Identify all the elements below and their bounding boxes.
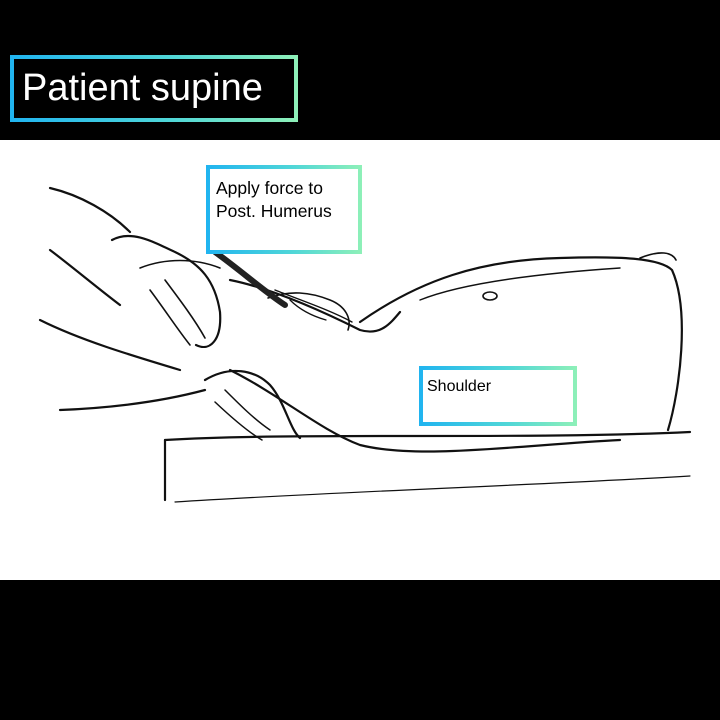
supine-patient-illustration — [38, 186, 692, 503]
patient-elbow-line — [274, 289, 353, 323]
title-label-box: Patient supine — [10, 55, 298, 122]
shoulder-label: Shoulder — [423, 370, 573, 422]
examiner-sleeve-upper — [48, 186, 132, 234]
patient-chest-line — [639, 252, 677, 261]
patient-hand-outline — [267, 292, 350, 331]
examiner-hand-top — [110, 234, 222, 348]
examiner-sleeve-bottom-upper — [38, 318, 182, 372]
examiner-thumb-top — [139, 259, 221, 269]
bed-top-line — [163, 430, 692, 442]
examiner-hand-bottom — [203, 369, 302, 440]
patient-belly-line — [419, 267, 621, 301]
examiner-sleeve-bottom-lower — [58, 388, 207, 412]
examiner-fingers-bottom — [214, 389, 271, 441]
bottom-black-band — [0, 580, 720, 720]
shoulder-label-box: Shoulder — [419, 366, 577, 426]
patient-navel — [482, 291, 498, 301]
bed-lower-line — [174, 475, 691, 503]
patient-torso-outline — [358, 256, 683, 432]
force-label-box: Apply force to Post. Humerus — [206, 165, 362, 254]
force-label-line-1: Apply force to — [216, 178, 323, 198]
hand-shadow — [212, 249, 288, 308]
force-label-line-2: Post. Humerus — [216, 201, 332, 221]
patient-hand-fingers — [289, 299, 327, 321]
examiner-fingers-top — [149, 279, 206, 346]
examiner-sleeve-lower — [48, 248, 122, 307]
force-label: Apply force to Post. Humerus — [210, 169, 358, 250]
page-title: Patient supine — [14, 59, 294, 118]
